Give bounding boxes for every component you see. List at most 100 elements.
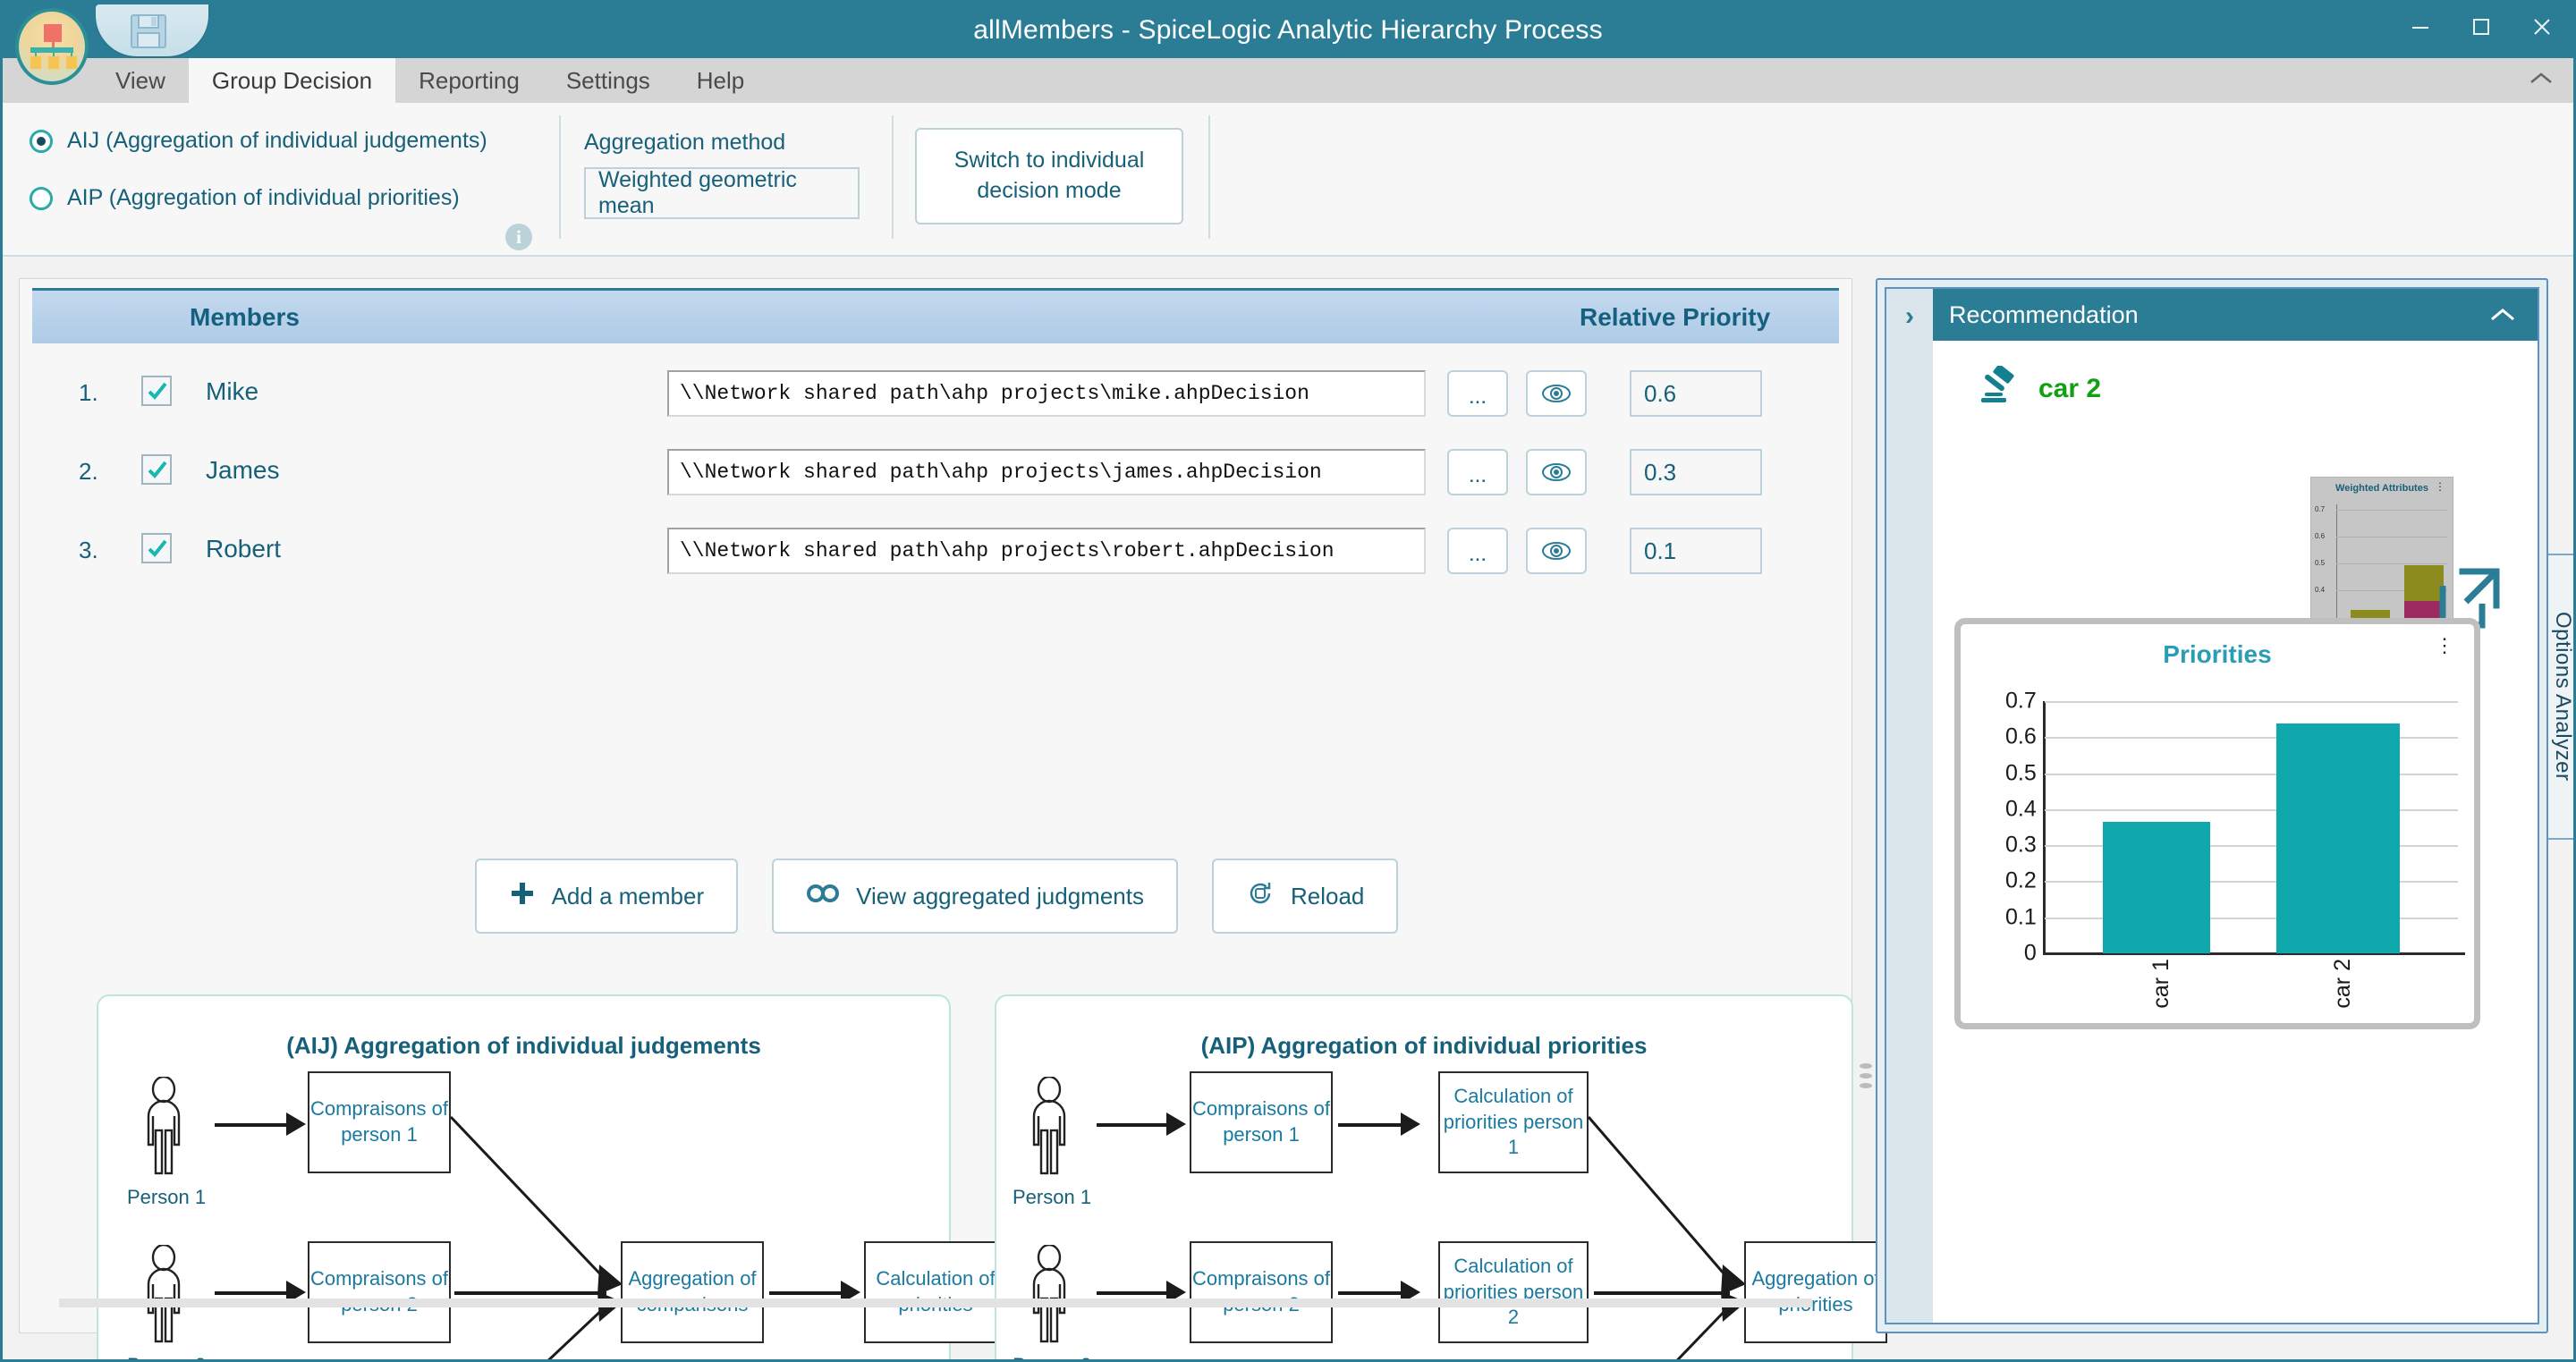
row-index: 1. (79, 379, 98, 406)
members-table-header: Members Relative Priority (32, 288, 1839, 343)
member-checkbox[interactable] (141, 533, 172, 563)
arrow (1166, 1281, 1186, 1304)
recommendation-header[interactable]: Recommendation (1933, 289, 2538, 341)
kebab-menu-icon[interactable]: ⋮ (2435, 480, 2445, 493)
person-icon (136, 1243, 191, 1348)
title-bar: allMembers - SpiceLogic Analytic Hierarc… (3, 3, 2573, 58)
arrow (1401, 1281, 1420, 1304)
node-aggregation: Aggregation of comparisons (621, 1241, 764, 1343)
gridline (2045, 917, 2458, 919)
member-path-input[interactable]: \\Network shared path\ahp projects\rober… (667, 528, 1426, 574)
chevron-up-icon[interactable] (2489, 301, 2516, 329)
y-tick-label: 0.5 (2005, 760, 2037, 786)
bar-car-2[interactable] (2275, 723, 2401, 953)
gridline (2045, 845, 2458, 848)
panel-collapse-column[interactable]: › (1886, 289, 1933, 1323)
person-icon (1021, 1243, 1077, 1348)
relative-priority-input[interactable]: 0.1 (1630, 528, 1762, 574)
chevron-right-icon[interactable]: › (1905, 301, 1914, 331)
eye-icon[interactable] (1526, 370, 1587, 417)
maximize-icon[interactable] (2466, 12, 2496, 42)
y-tick-label: 0.2 (2005, 867, 2037, 893)
kebab-menu-icon[interactable]: ⋮ (2435, 634, 2454, 656)
thumbnail-ytick: 0.7 (2315, 505, 2326, 513)
thumbnail-ytick: 0.5 (2315, 559, 2326, 567)
aij-label: AIJ (Aggregation of individual judgement… (67, 128, 487, 153)
view-aggregated-judgments-label: View aggregated judgments (856, 882, 1144, 909)
thumbnail-title: Weighted Attributes (2335, 483, 2428, 494)
reload-icon (1246, 879, 1275, 914)
relative-priority-input[interactable]: 0.3 (1630, 449, 1762, 495)
aij-radio[interactable] (30, 129, 53, 153)
node-comparison-1: Compraisons of person 1 (308, 1071, 451, 1173)
relative-priority-input[interactable]: 0.6 (1630, 370, 1762, 417)
horizontal-scrollbar[interactable] (59, 1299, 1812, 1307)
close-icon[interactable] (2527, 12, 2557, 42)
person-icon (136, 1075, 191, 1180)
minimize-icon[interactable] (2405, 12, 2436, 42)
aij-radio-row[interactable]: AIJ (Aggregation of individual judgement… (30, 128, 487, 154)
recommendation-area: Recommendation (1933, 289, 2538, 1323)
ribbon-panel: AIJ (Aggregation of individual judgement… (3, 103, 2573, 309)
member-name: Robert (206, 535, 282, 563)
aip-radio-row[interactable]: AIP (Aggregation of individual prioritie… (30, 185, 460, 211)
node-priority-2: Calculation of priorities person 2 (1438, 1241, 1589, 1343)
member-checkbox[interactable] (141, 376, 172, 406)
save-icon[interactable] (130, 13, 167, 49)
menu-item-help[interactable]: Help (696, 66, 745, 94)
view-aggregated-judgments-button[interactable]: View aggregated judgments (772, 859, 1178, 934)
action-button-row: Add a member View aggregated judgments (20, 859, 1853, 934)
menu-item-view[interactable]: View (115, 66, 165, 94)
member-checkbox[interactable] (141, 454, 172, 485)
gridline (2045, 773, 2458, 775)
thumbnail-y-axis (2336, 504, 2337, 621)
person-label: Person 1 (127, 1186, 207, 1208)
y-tick-label: 0.3 (2005, 832, 2037, 858)
ribbon-divider-1 (559, 115, 561, 239)
arrow (1097, 1291, 1168, 1295)
column-header-members: Members (190, 303, 300, 331)
switch-to-individual-mode-button[interactable]: Switch to individual decision mode (915, 128, 1183, 224)
menu-item-settings[interactable]: Settings (565, 66, 650, 94)
arrow (1097, 1123, 1168, 1127)
browse-button[interactable]: ... (1447, 370, 1508, 417)
browse-button[interactable]: ... (1447, 528, 1508, 574)
app-logo (15, 8, 89, 85)
browse-button[interactable]: ... (1447, 449, 1508, 495)
table-row: 1. Mike \\Network shared path\ahp projec… (20, 367, 1852, 427)
thumbnail-ytick: 0.6 (2315, 532, 2326, 540)
menu-item-group-decision[interactable]: Group Decision (188, 58, 396, 103)
arrow (215, 1291, 288, 1295)
member-path-input[interactable]: \\Network shared path\ahp projects\james… (667, 449, 1426, 495)
row-index: 2. (79, 458, 98, 485)
panel-splitter[interactable] (1860, 1063, 1872, 1088)
aggregation-method-select[interactable]: Weighted geometric mean (584, 167, 860, 219)
node-comparison-2: Compraisons of person 2 (1190, 1241, 1333, 1343)
recommendation-winner: car 2 (1976, 364, 2101, 411)
node-priority-1: Calculation of priorities person 1 (1438, 1071, 1589, 1173)
aggregation-method-label: Aggregation method (584, 130, 786, 155)
member-path-input[interactable]: \\Network shared path\ahp projects\mike.… (667, 370, 1426, 417)
aij-info-icon[interactable]: i (505, 224, 532, 250)
eye-icon[interactable] (1526, 528, 1587, 574)
gridline (2045, 881, 2458, 884)
recommendation-title: Recommendation (1949, 300, 2139, 328)
person-label: Person 2 (127, 1354, 206, 1359)
options-analyzer-tab[interactable]: Options Analyzer (2548, 554, 2575, 840)
eye-icon[interactable] (1526, 449, 1587, 495)
weighted-attributes-thumbnail[interactable]: Weighted Attributes ⋮ 0.7 0.6 0.5 0.4 (2310, 477, 2453, 627)
reload-button[interactable]: Reload (1211, 859, 1399, 934)
arrow (286, 1281, 306, 1304)
aij-diagram-title: (AIJ) Aggregation of individual judgemen… (286, 1032, 761, 1059)
main-content: Members Relative Priority 1. Mike \\Netw… (3, 258, 2573, 1359)
menu-item-reporting[interactable]: Reporting (419, 66, 520, 94)
options-analyzer-tab-label: Options Analyzer (2551, 612, 2575, 782)
options-analyzer-panel: › Recommendation (1876, 278, 2548, 1333)
node-calculation-of-priorities: Calculation of priorities (864, 1241, 1007, 1343)
add-member-button[interactable]: Add a member (474, 859, 739, 934)
bar-car-1[interactable] (2102, 821, 2210, 953)
y-tick-label: 0 (2023, 940, 2037, 966)
chevron-up-icon[interactable] (2529, 69, 2554, 92)
chart-y-axis (2043, 701, 2046, 953)
aip-radio[interactable] (30, 186, 53, 210)
